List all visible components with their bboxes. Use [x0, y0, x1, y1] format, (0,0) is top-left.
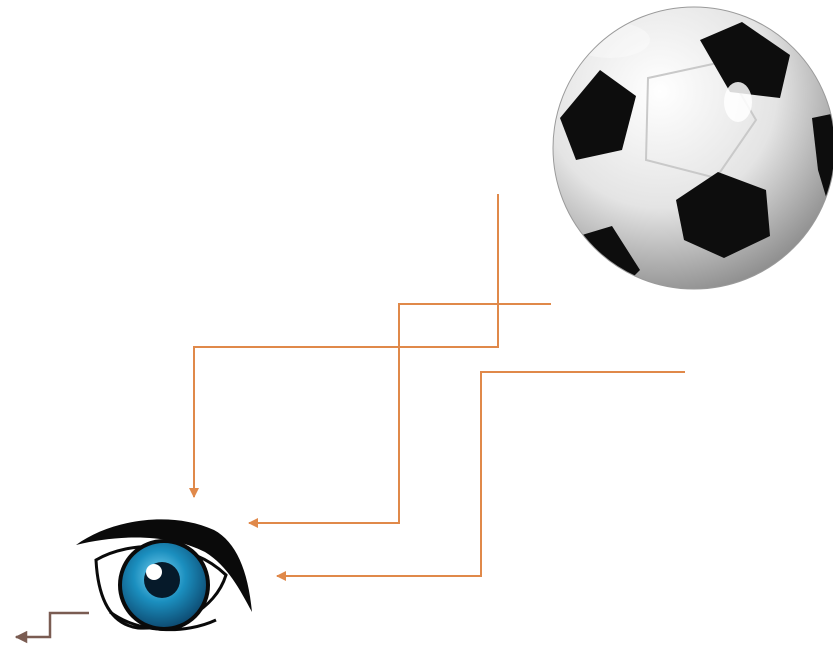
ray-1	[189, 194, 499, 498]
outgoing-ray	[14, 611, 89, 644]
ray-2	[248, 303, 551, 528]
soccer-ball-icon	[552, 6, 833, 290]
ray-3	[276, 371, 685, 581]
eye-icon	[76, 519, 252, 632]
